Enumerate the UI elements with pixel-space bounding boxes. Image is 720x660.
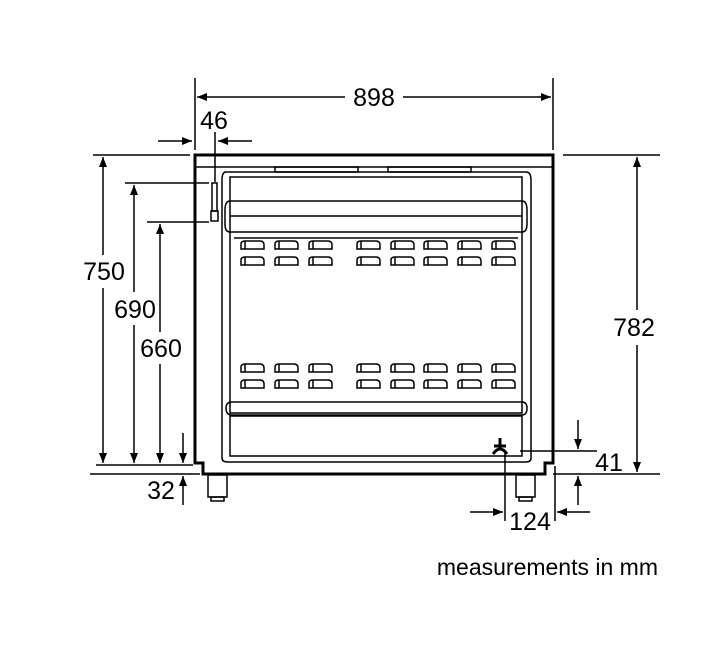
vent-slot [240, 363, 265, 373]
dimension-width-label: 898 [353, 84, 395, 112]
vent-slot [308, 256, 333, 266]
dimension-750-label: 750 [83, 258, 125, 286]
vent-slot [390, 363, 415, 373]
vent-slot [240, 379, 265, 389]
dimension-41-label: 41 [595, 449, 623, 477]
dimension-knob-offset-label: 46 [200, 107, 228, 135]
dimension-right-height: 782 [553, 154, 660, 475]
vent-slot [390, 379, 415, 389]
dimension-left-heights: 750 690 660 32 [83, 154, 209, 505]
vent-slot [457, 256, 482, 266]
vent-slot [356, 363, 381, 373]
vent-slot [457, 240, 482, 250]
vent-slot [308, 240, 333, 250]
vent-slot [240, 256, 265, 266]
vent-slot [356, 379, 381, 389]
control-knob-icon [210, 182, 219, 222]
vent-slot [390, 256, 415, 266]
vent-slot [274, 363, 299, 373]
dimension-782-label: 782 [613, 314, 655, 342]
vent-slot [457, 363, 482, 373]
vent-slot [423, 379, 448, 389]
vent-slots [240, 240, 516, 389]
vent-slot [423, 256, 448, 266]
appliance-body [193, 153, 555, 476]
dimension-burner-height: 41 [520, 420, 623, 505]
vent-slot [356, 240, 381, 250]
vent-slot [423, 240, 448, 250]
vent-slot [491, 256, 516, 266]
dimension-690-label: 690 [114, 296, 156, 324]
vent-slot [457, 379, 482, 389]
dimension-124-label: 124 [509, 508, 551, 536]
vent-slot [390, 240, 415, 250]
dimension-32-label: 32 [147, 477, 175, 505]
vent-slot [491, 363, 516, 373]
vent-slot [308, 379, 333, 389]
vent-slot [274, 240, 299, 250]
burner-symbol-icon [491, 438, 509, 455]
vent-slot [491, 379, 516, 389]
vent-slot [240, 240, 265, 250]
dimension-width: 898 [194, 78, 554, 150]
dimension-660-label: 660 [140, 335, 182, 363]
dimension-knob-offset: 46 [158, 107, 252, 182]
feet [207, 474, 536, 502]
vent-slot [274, 379, 299, 389]
measurements-note: measurements in mm [437, 554, 658, 580]
vent-slot [308, 363, 333, 373]
vent-slot [356, 256, 381, 266]
vent-slot [491, 240, 516, 250]
vent-slot [423, 363, 448, 373]
dimension-burner-offset: 124 [470, 452, 590, 536]
vent-slot [274, 256, 299, 266]
